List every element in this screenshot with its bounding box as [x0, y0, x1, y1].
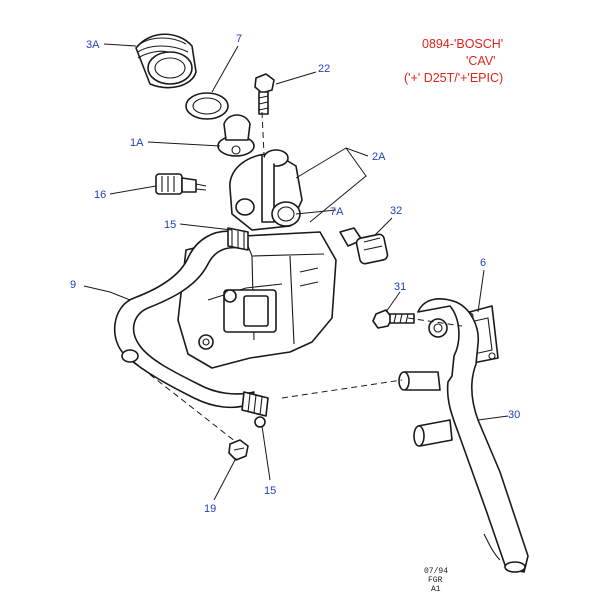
- leader-lines: [83, 43, 509, 501]
- callout-15-top: 15: [164, 219, 176, 231]
- callout-30: 30: [508, 409, 520, 421]
- note-line-2: 'CAV': [466, 54, 496, 68]
- callout-19: 19: [204, 503, 216, 515]
- engine-block: [177, 231, 337, 369]
- sensor-32: [339, 227, 389, 265]
- callout-2a: 2A: [372, 151, 386, 163]
- stamp-org: FGR: [428, 576, 443, 585]
- note-line-1: 0894-'BOSCH': [422, 37, 503, 51]
- callout-7: 7: [236, 33, 242, 45]
- stamp-date: 07/94: [424, 567, 448, 576]
- bolt-19: [228, 439, 249, 461]
- callout-15-bottom: 15: [264, 485, 276, 497]
- stamp-sheet: A1: [431, 585, 441, 594]
- callout-16: 16: [94, 189, 106, 201]
- callout-3a: 3A: [86, 39, 100, 51]
- callout-7a: 7A: [330, 206, 344, 218]
- callout-6: 6: [480, 257, 486, 269]
- note-line-3: ('+' D25T/'+'EPIC): [404, 71, 503, 85]
- hose-elbow-3a: [135, 33, 197, 89]
- callout-1a: 1A: [130, 137, 144, 149]
- callout-31: 31: [394, 281, 406, 293]
- sealing-ring-7: [185, 92, 229, 120]
- hose-clamp-15-bottom: [241, 391, 269, 428]
- bolt-31: [372, 309, 415, 329]
- thermostat-1a: [217, 114, 255, 157]
- callout-32: 32: [390, 205, 402, 217]
- hose-clamp-15-top: [227, 227, 249, 251]
- coolant-pipe-30: [398, 298, 529, 573]
- thermostat-housing-2a: [229, 149, 303, 231]
- bolt-22: [254, 73, 275, 115]
- sensor-16: [155, 173, 207, 195]
- callout-22: 22: [318, 63, 330, 75]
- callout-9: 9: [70, 279, 76, 291]
